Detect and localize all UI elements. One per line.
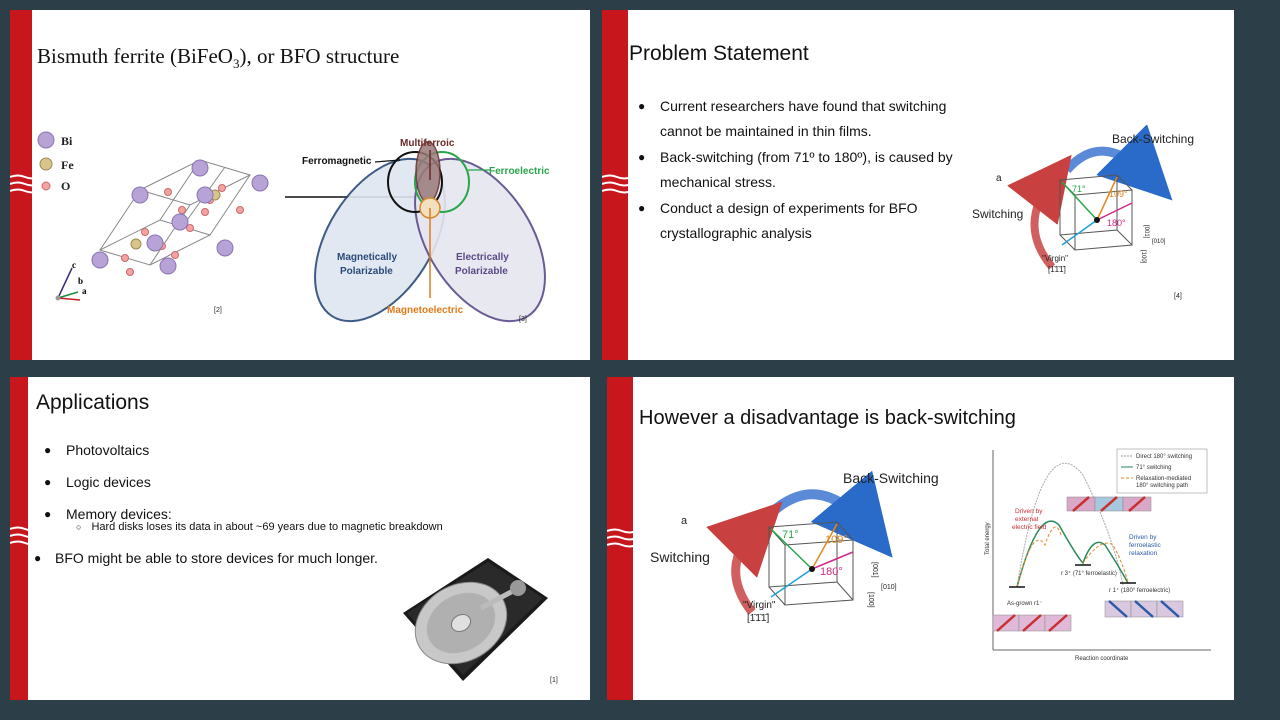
venn-ferromagnetic: Ferromagnetic: [302, 156, 372, 167]
r3-label: r 3⁺ (71° ferroelastic): [1061, 570, 1117, 577]
label-switching: Switching: [650, 549, 710, 565]
venn-multiferroic: Multiferroic: [400, 138, 455, 149]
domain-blocks-left: [992, 614, 1072, 632]
angle-180: 180°: [1107, 218, 1126, 228]
slide-title: However a disadvantage is back-switching: [639, 407, 1016, 429]
red-accent-bar: [10, 10, 32, 360]
driven-label-1: Driven by: [1015, 508, 1043, 515]
r1-plus-label: r 1⁺ (180° ferroelectric): [1109, 587, 1170, 594]
energy-diagram: Total energy Reaction coordinate Direct …: [985, 448, 1211, 662]
crystal-structure-diagram: [91, 159, 269, 276]
dir-001: [001]: [1143, 225, 1149, 239]
axis-a-label: a: [82, 286, 87, 296]
angle-109: 109°: [1109, 189, 1128, 199]
driven-label-2: external: [1015, 516, 1039, 523]
axis-b-label: b: [78, 276, 84, 286]
atom-legend-icons: [37, 131, 55, 191]
domain-blocks-top: [1066, 496, 1152, 512]
reference-3: [3]: [519, 316, 527, 323]
dir-100: [100]: [867, 592, 874, 608]
slide-applications[interactable]: Applications ●Photovoltaics ●Logic devic…: [10, 377, 590, 700]
venn-magnetically-polarizable: Polarizable: [340, 266, 393, 277]
slide-problem-statement[interactable]: Problem Statement ●Current researchers h…: [602, 10, 1234, 360]
x-axis-label: Reaction coordinate: [1075, 656, 1129, 662]
wave-icon: [10, 526, 40, 546]
slide-disadvantage[interactable]: However a disadvantage is back-switching…: [607, 377, 1234, 700]
axis-c-label: c: [72, 260, 76, 270]
reference-2: [2]: [214, 307, 222, 314]
label-virgin-index: [1̄1̄1̄]: [747, 613, 769, 624]
multiferroic-venn-diagram: Multiferroic Ferromagnetic Ferroelectric…: [285, 138, 550, 323]
label-virgin: "Virgin": [743, 600, 776, 611]
ferro-label-1: Driven by: [1129, 534, 1157, 541]
ferro-label-3: relaxation: [1129, 550, 1158, 557]
legend-71: 71° switching: [1136, 465, 1171, 471]
back-switching-diagram: Back-Switching Switching a 71° 109° 180°…: [650, 470, 939, 624]
legend-bi: Bi: [61, 134, 73, 148]
angle-71: 71°: [1072, 184, 1086, 194]
driven-label-3: electric field: [1012, 524, 1047, 531]
dir-010: [010]: [1152, 239, 1166, 245]
legend-relaxation-path: 180° switching path: [1136, 483, 1188, 489]
reference-1: [1]: [550, 677, 558, 684]
venn-ferroelectric: Ferroelectric: [489, 166, 550, 177]
wave-icon: [607, 528, 637, 548]
red-accent-bar: [10, 377, 28, 700]
axes-icon: [55, 267, 81, 301]
sub-bullet-hard-disks: ○Hard disks loses its data in about ~69 …: [76, 521, 443, 533]
wave-icon: [602, 174, 632, 194]
legend-fe: Fe: [61, 158, 74, 172]
dir-010: [010]: [881, 584, 897, 591]
slide-title: Bismuth ferrite (BiFeO3), or BFO structu…: [37, 44, 400, 72]
label-back-switching: Back-Switching: [843, 470, 939, 486]
label-a: a: [996, 173, 1002, 184]
angle-71: 71°: [782, 529, 799, 541]
venn-magnetically: Magnetically: [337, 252, 397, 263]
venn-electrically-polarizable: Polarizable: [455, 266, 508, 277]
dir-100: [100]: [1140, 250, 1146, 264]
label-switching: Switching: [972, 207, 1023, 221]
wave-icon: [10, 174, 40, 194]
angle-109: 109°: [825, 534, 848, 546]
angle-180: 180°: [820, 566, 843, 578]
legend-relaxation: Relaxation-mediated: [1136, 476, 1191, 482]
label-back-switching: Back-Switching: [1112, 132, 1194, 146]
domain-blocks-right: [1104, 600, 1184, 618]
label-a: a: [681, 515, 688, 527]
reference-4: [4]: [1174, 293, 1182, 300]
label-virgin-index: [1̄1̄1̄]: [1048, 265, 1066, 274]
y-axis-label: Total energy: [985, 522, 991, 555]
label-virgin: "Virgin": [1042, 254, 1068, 263]
slide-title: Applications: [36, 391, 150, 414]
as-grown-label: As-grown r1⁻: [1007, 601, 1043, 607]
venn-electrically: Electrically: [456, 252, 509, 263]
legend-o: O: [61, 179, 71, 193]
slide-bfo-structure[interactable]: Bismuth ferrite (BiFeO3), or BFO structu…: [10, 10, 590, 360]
hard-disk-image: [403, 558, 548, 681]
ferro-label-2: ferroelastic: [1129, 542, 1162, 549]
slide-title: Problem Statement: [629, 42, 809, 65]
legend-direct: Direct 180° switching: [1136, 454, 1192, 460]
dir-001: [001]: [871, 562, 878, 578]
back-switching-diagram: Back-Switching Switching a 71° 109° 180°…: [972, 125, 1194, 274]
venn-magnetoelectric: Magnetoelectric: [387, 305, 464, 316]
